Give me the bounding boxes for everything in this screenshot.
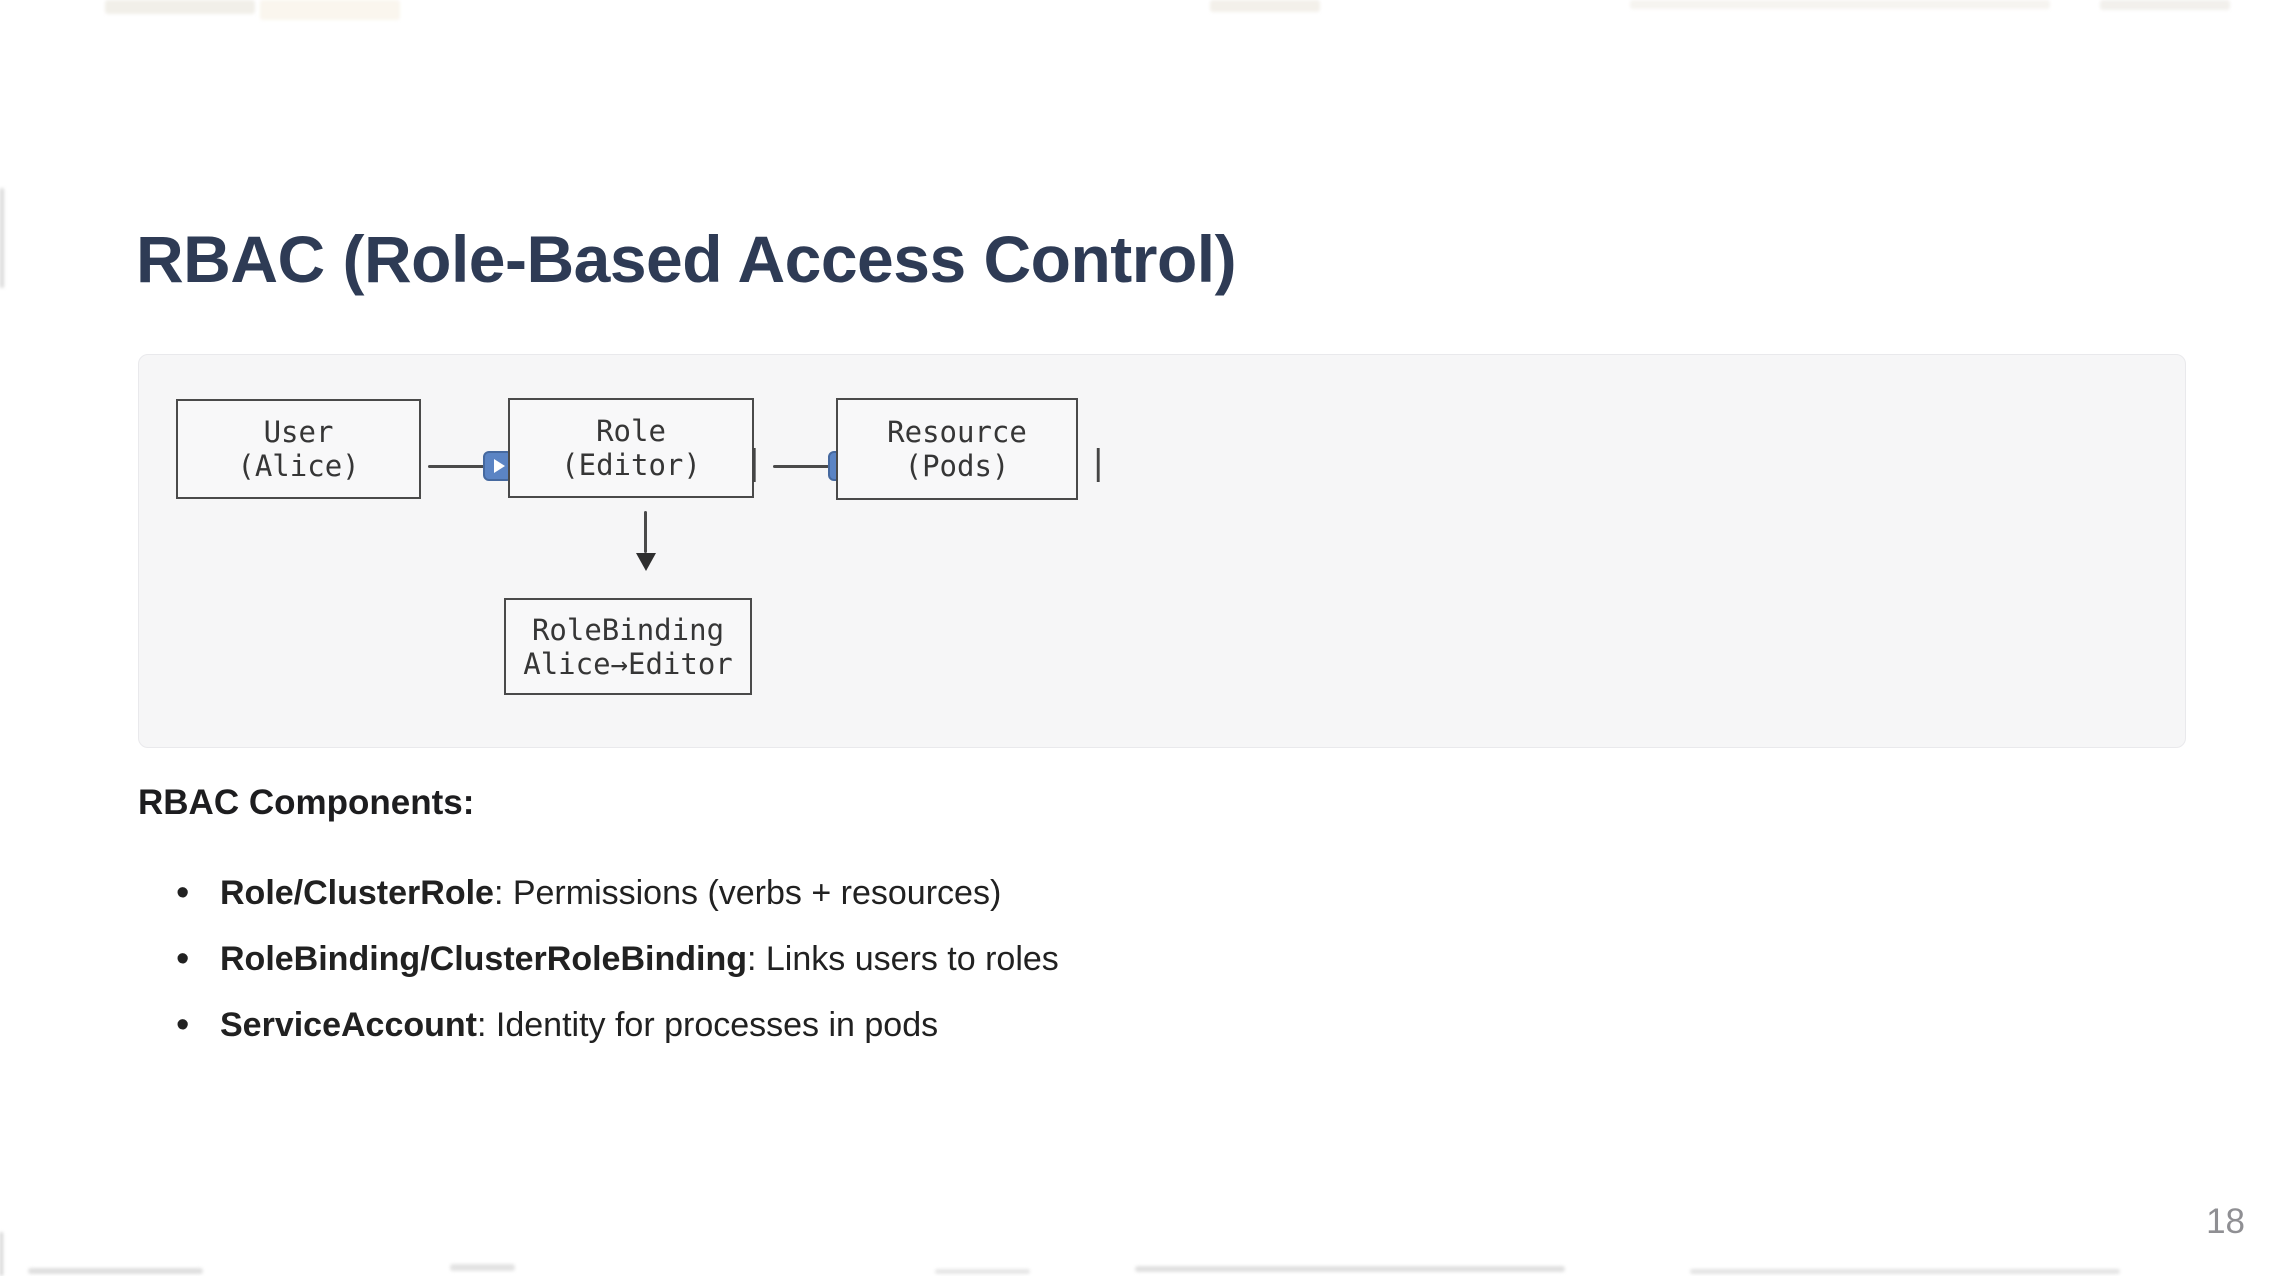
edge-artifact bbox=[0, 1232, 3, 1276]
edge-artifact bbox=[1135, 1266, 1565, 1272]
edge-artifact bbox=[450, 1264, 515, 1271]
diagram-box-role: Role (Editor) bbox=[508, 398, 754, 498]
component-desc: : Permissions (verbs + resources) bbox=[493, 874, 1002, 912]
edge-artifact bbox=[260, 0, 400, 20]
list-item: RoleBinding/ClusterRoleBinding: Links us… bbox=[176, 926, 1059, 992]
diagram-box-rolebinding: RoleBinding Alice→Editor bbox=[504, 598, 752, 695]
list-item: Role/ClusterRole: Permissions (verbs + r… bbox=[176, 860, 1059, 926]
pipe-glyph: | bbox=[1088, 443, 1109, 483]
down-arrow-head-icon bbox=[636, 553, 656, 571]
component-term: Role/ClusterRole bbox=[220, 874, 494, 912]
box-user-line1: User bbox=[263, 415, 334, 449]
rbac-diagram-panel: User (Alice) | Role (Editor) | | Resourc… bbox=[138, 354, 2186, 748]
box-role-line2: (Editor) bbox=[561, 448, 701, 482]
page-number: 18 bbox=[2206, 1202, 2245, 1241]
edge-artifact bbox=[1210, 0, 1320, 12]
down-arrow-line bbox=[644, 511, 647, 553]
box-rolebinding-line1: RoleBinding bbox=[531, 612, 725, 647]
component-desc: : Links users to roles bbox=[746, 940, 1059, 978]
box-resource-line2: (Pods) bbox=[904, 449, 1010, 483]
edge-artifact bbox=[935, 1269, 1030, 1274]
list-item: ServiceAccount: Identity for processes i… bbox=[176, 992, 1059, 1058]
box-role-line1: Role bbox=[596, 414, 666, 448]
component-desc: : Identity for processes in pods bbox=[477, 1006, 939, 1044]
edge-artifact bbox=[1690, 1269, 2120, 1274]
diagram-box-user: User (Alice) bbox=[176, 399, 421, 499]
edge-artifact bbox=[1630, 0, 2050, 9]
arrow-line bbox=[773, 465, 829, 468]
components-list: Role/ClusterRole: Permissions (verbs + r… bbox=[176, 860, 1059, 1058]
diagram-box-resource: Resource (Pods) bbox=[836, 398, 1078, 500]
component-term: RoleBinding/ClusterRoleBinding bbox=[220, 940, 747, 978]
pipe-glyph: | bbox=[744, 443, 765, 483]
arrow-line bbox=[428, 465, 486, 468]
box-resource-line1: Resource bbox=[887, 415, 1027, 449]
box-rolebinding-line2: Alice→Editor bbox=[523, 646, 733, 681]
component-term: ServiceAccount bbox=[220, 1006, 477, 1044]
edge-artifact bbox=[0, 188, 4, 288]
edge-artifact bbox=[2100, 0, 2230, 10]
edge-artifact bbox=[105, 0, 255, 14]
edge-artifact bbox=[28, 1268, 203, 1274]
box-user-line2: (Alice) bbox=[237, 449, 360, 483]
page-title: RBAC (Role-Based Access Control) bbox=[136, 222, 1237, 296]
section-heading: RBAC Components: bbox=[138, 783, 475, 822]
